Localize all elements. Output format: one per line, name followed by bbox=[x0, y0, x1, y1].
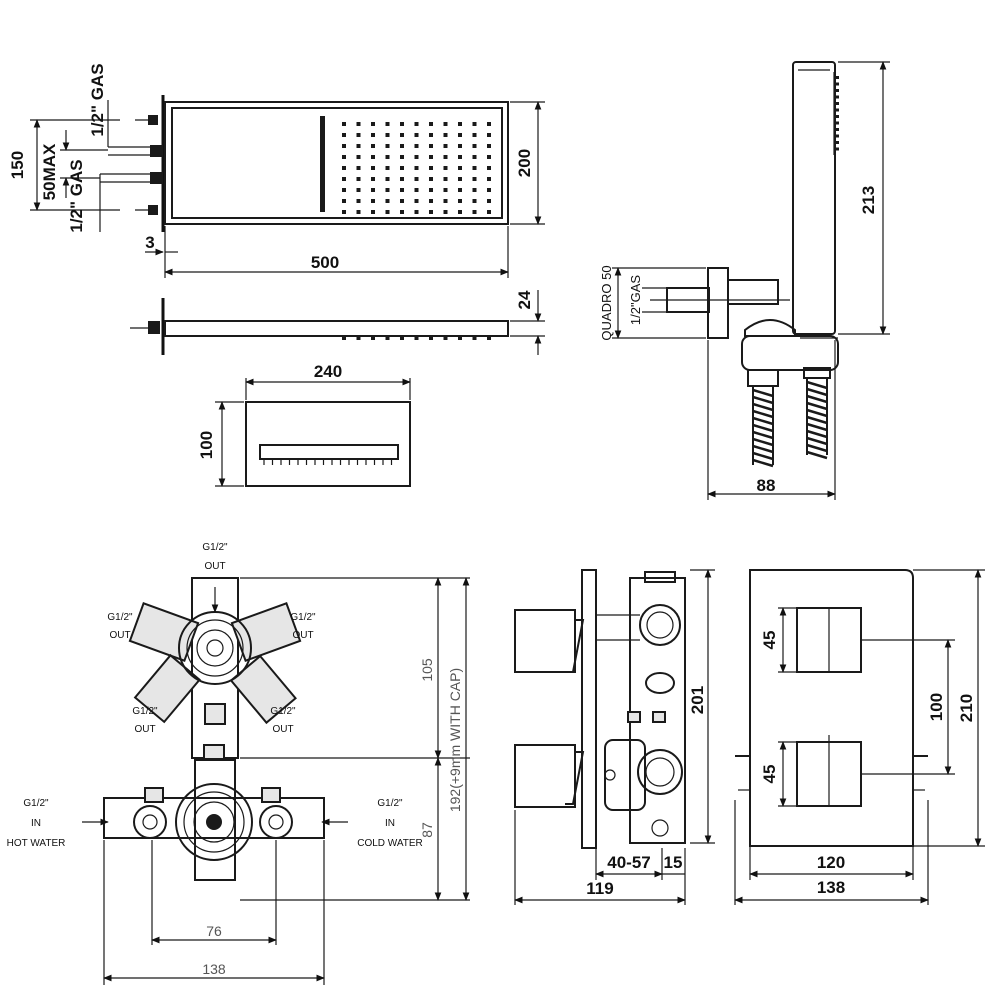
label-cold-thread: G1/2" bbox=[377, 798, 403, 809]
dim-plate-height: 210 bbox=[957, 694, 976, 722]
dim-valve-total: 192(+9mm WITH CAP) bbox=[447, 668, 463, 812]
shower-inlet-bottom bbox=[100, 172, 163, 215]
dim-valve-width: 138 bbox=[202, 961, 226, 977]
dim-valve-range: 40-57 bbox=[607, 853, 650, 872]
shower-inlet-top bbox=[108, 115, 163, 157]
dim-outlet-width: 240 bbox=[314, 362, 342, 381]
dim-outlet-height: 100 bbox=[197, 431, 216, 459]
valve-port-labels: G1/2" OUT G1/2" OUT G1/2" OUT G1/2" OUT … bbox=[7, 542, 423, 849]
label-cold-in: IN bbox=[385, 818, 395, 829]
label-inlet-bottom-thread: 1/2" GAS bbox=[67, 159, 86, 232]
dim-wall-gap: 3 bbox=[145, 233, 154, 252]
label-out-top-thread: G1/2" bbox=[202, 542, 228, 553]
label-out-right-thread: G1/2" bbox=[290, 612, 316, 623]
label-out-top: OUT bbox=[204, 561, 225, 572]
label-hot-thread: G1/2" bbox=[23, 798, 49, 809]
label-bracket-size: QUADRO 50 bbox=[599, 265, 614, 340]
hand-shower-side-view: 213 QUADRO 50 1/2"GAS 88 bbox=[599, 61, 890, 500]
label-cold-water: COLD WATER bbox=[357, 838, 423, 849]
shower-head-side-view: 24 bbox=[130, 290, 545, 355]
control-plate-front-view: 45 45 100 210 120 138 bbox=[734, 569, 985, 905]
mixer-valve-side-view: 201 40-57 15 119 bbox=[514, 569, 715, 905]
dim-valve-side-height: 201 bbox=[688, 686, 707, 714]
label-out-bottom-left: OUT bbox=[134, 724, 155, 735]
dim-inlet-distance: 76 bbox=[206, 923, 222, 939]
dim-plate-inner-width: 120 bbox=[817, 853, 845, 872]
dim-valve-plate: 15 bbox=[664, 853, 683, 872]
dim-shower-depth: 24 bbox=[515, 290, 534, 309]
dim-inlet-max: 50MAX bbox=[40, 143, 59, 200]
dim-hand-shower-height: 213 bbox=[859, 186, 878, 214]
label-out-bottom-right: OUT bbox=[272, 724, 293, 735]
dim-knob-top: 45 bbox=[760, 631, 779, 650]
dim-valve-upper: 105 bbox=[419, 658, 435, 682]
label-out-bottom-left-thread: G1/2" bbox=[132, 706, 158, 717]
outlet-front-view: 240 100 bbox=[197, 362, 411, 487]
dim-plate-outer-width: 138 bbox=[817, 878, 845, 897]
label-bracket-thread: 1/2"GAS bbox=[628, 275, 643, 325]
dim-hand-shower-depth: 88 bbox=[757, 476, 776, 495]
label-out-left: OUT bbox=[109, 630, 130, 641]
dim-knob-spacing: 100 bbox=[927, 693, 946, 721]
dim-knob-bottom: 45 bbox=[760, 765, 779, 784]
label-hot-in: IN bbox=[31, 818, 41, 829]
label-hot-water: HOT WATER bbox=[7, 838, 66, 849]
label-out-right: OUT bbox=[292, 630, 313, 641]
label-inlet-top-thread: 1/2" GAS bbox=[88, 63, 107, 136]
label-out-bottom-right-thread: G1/2" bbox=[270, 706, 296, 717]
shower-head-nozzles bbox=[342, 122, 491, 214]
dim-inlet-spacing: 150 bbox=[8, 151, 27, 179]
dim-valve-depth: 119 bbox=[586, 879, 613, 898]
dim-shower-width: 500 bbox=[311, 253, 339, 272]
label-out-left-thread: G1/2" bbox=[107, 612, 133, 623]
dim-valve-lower: 87 bbox=[419, 822, 435, 838]
dim-shower-height: 200 bbox=[515, 149, 534, 177]
mixer-valve-front-view: 105 87 192(+9mm WITH CAP) 76 138 bbox=[82, 577, 470, 985]
shower-head-top-view: 150 50MAX 1/2" GAS 1/2" GAS 200 3 500 bbox=[8, 63, 545, 278]
